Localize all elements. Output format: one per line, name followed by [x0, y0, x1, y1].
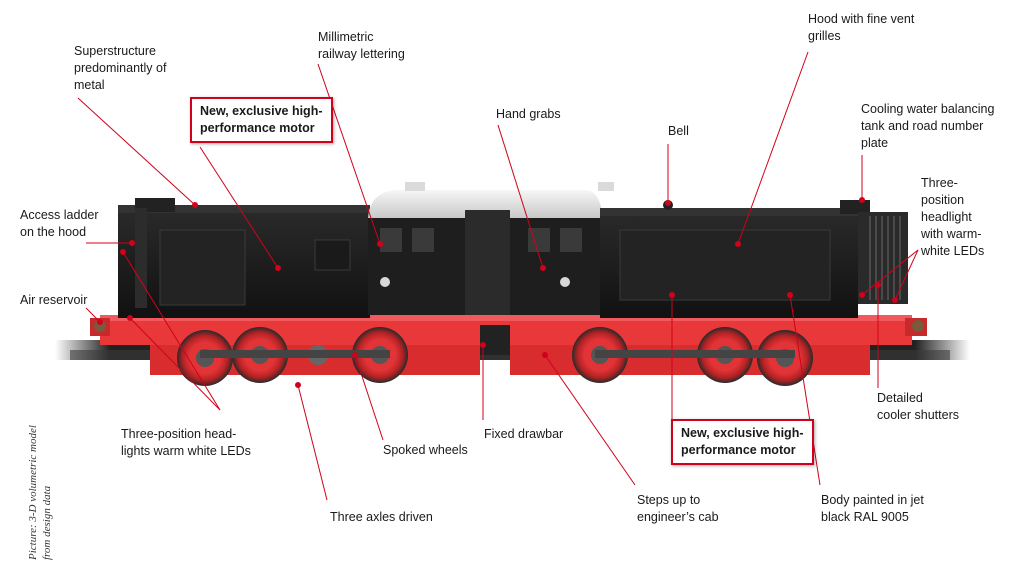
right-hood	[600, 200, 908, 318]
label-hood-vent-grilles: Hood with fine vent grilles	[808, 12, 915, 43]
leader-lines	[77, 51, 919, 501]
label-air-reservoir: Air reservoir	[20, 293, 88, 307]
wheel-set-right	[572, 327, 813, 386]
label-cooling-water-tank: Cooling water balancing tank and road nu…	[861, 102, 995, 150]
left-hood	[118, 198, 370, 318]
cab	[368, 182, 614, 315]
label-fixed-drawbar: Fixed drawbar	[484, 427, 564, 441]
label-bell: Bell	[668, 124, 689, 138]
label-three-position-headlight-right: Three- position headlight with warm- whi…	[921, 176, 985, 258]
label-hand-grabs: Hand grabs	[496, 107, 561, 121]
label-motor-top: New, exclusive high- performance motor	[190, 97, 333, 143]
label-three-axles: Three axles driven	[330, 510, 433, 524]
label-millimetric-lettering: Millimetric railway lettering	[318, 30, 405, 61]
label-steps-engineer-cab: Steps up to engineer’s cab	[637, 493, 719, 524]
label-access-ladder: Access ladder on the hood	[20, 208, 99, 239]
label-motor-bottom: New, exclusive high- performance motor	[671, 419, 814, 465]
label-headlights-left: Three-position head- lights warm white L…	[121, 427, 251, 458]
picture-caption: Picture: 3-D volumetric model from desig…	[27, 425, 53, 560]
label-spoked-wheels: Spoked wheels	[383, 443, 468, 457]
label-superstructure: Superstructure predominantly of metal	[74, 44, 167, 92]
label-body-painted: Body painted in jet black RAL 9005	[821, 493, 924, 524]
wheel-set-left	[177, 327, 408, 386]
label-detailed-cooler-shutters: Detailed cooler shutters	[877, 391, 959, 422]
